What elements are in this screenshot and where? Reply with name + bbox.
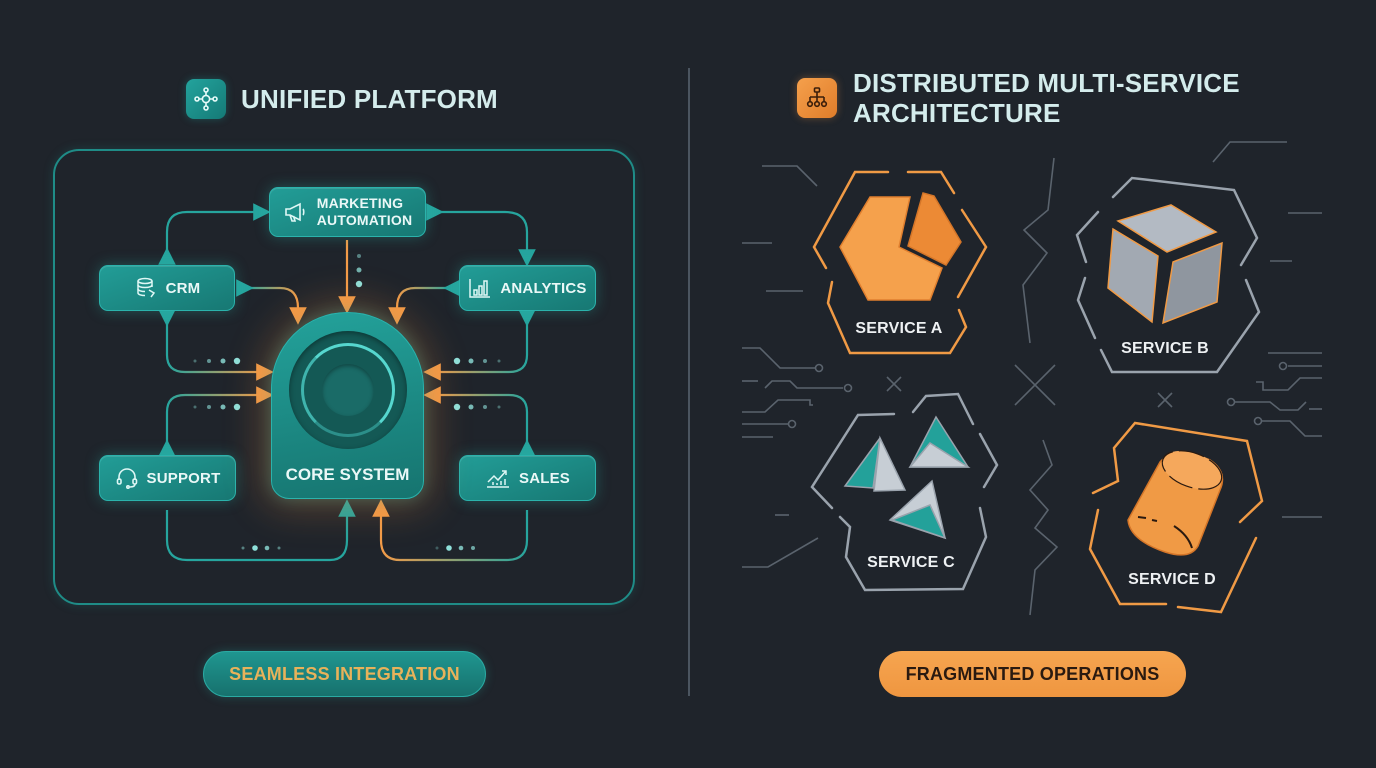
distributed-title-line1: DISTRIBUTED MULTI-SERVICE bbox=[853, 68, 1240, 98]
marketing-automation-node[interactable]: MARKETING AUTOMATION bbox=[269, 187, 426, 237]
megaphone-icon bbox=[284, 202, 305, 222]
network-hub-icon bbox=[186, 79, 226, 119]
sales-node[interactable]: SALES bbox=[459, 455, 596, 501]
service-c-frame bbox=[810, 392, 999, 592]
service-d-label: SERVICE D bbox=[1128, 571, 1216, 588]
unified-platform-frame bbox=[53, 149, 635, 605]
marketing-label-line2: AUTOMATION bbox=[316, 212, 413, 228]
core-system-label: CORE SYSTEM bbox=[285, 465, 410, 484]
distributed-title: DISTRIBUTED MULTI-SERVICE ARCHITECTURE bbox=[853, 68, 1240, 128]
support-label: SUPPORT bbox=[146, 469, 221, 487]
database-icon bbox=[136, 277, 155, 298]
support-node[interactable]: SUPPORT bbox=[99, 455, 236, 501]
service-a-hexagon-icon bbox=[839, 192, 962, 301]
fragmented-operations-badge: FRAGMENTED OPERATIONS bbox=[879, 651, 1186, 697]
core-ring-icon bbox=[289, 331, 407, 449]
crm-label: CRM bbox=[165, 279, 201, 297]
section-divider bbox=[688, 68, 690, 696]
distributed-title-line2: ARCHITECTURE bbox=[853, 98, 1061, 128]
sales-label: SALES bbox=[518, 469, 570, 487]
crm-node[interactable]: CRM bbox=[99, 265, 235, 311]
service-d-cylinder-icon bbox=[1127, 450, 1224, 556]
analytics-node[interactable]: ANALYTICS bbox=[459, 265, 596, 311]
circuit-lines bbox=[742, 141, 1322, 616]
analytics-label: ANALYTICS bbox=[500, 279, 587, 297]
service-b-label: SERVICE B bbox=[1121, 340, 1209, 357]
hierarchy-icon bbox=[797, 78, 837, 118]
service-b-cube-icon bbox=[1107, 204, 1223, 325]
trend-chart-icon bbox=[486, 470, 509, 488]
service-c-label: SERVICE C bbox=[867, 554, 955, 571]
headset-icon bbox=[116, 468, 137, 489]
unified-platform-title: UNIFIED PLATFORM bbox=[241, 84, 498, 114]
service-a-frame bbox=[812, 170, 988, 355]
core-system-node[interactable]: CORE SYSTEM bbox=[271, 312, 424, 499]
service-c-triangles-icon bbox=[843, 415, 971, 540]
service-d-frame bbox=[1088, 421, 1264, 614]
marketing-label-line1: MARKETING bbox=[316, 195, 404, 211]
service-a-label: SERVICE A bbox=[855, 320, 943, 337]
bar-chart-icon bbox=[469, 279, 491, 298]
service-b-frame bbox=[1075, 176, 1261, 374]
seamless-integration-badge: SEAMLESS INTEGRATION bbox=[203, 651, 486, 697]
